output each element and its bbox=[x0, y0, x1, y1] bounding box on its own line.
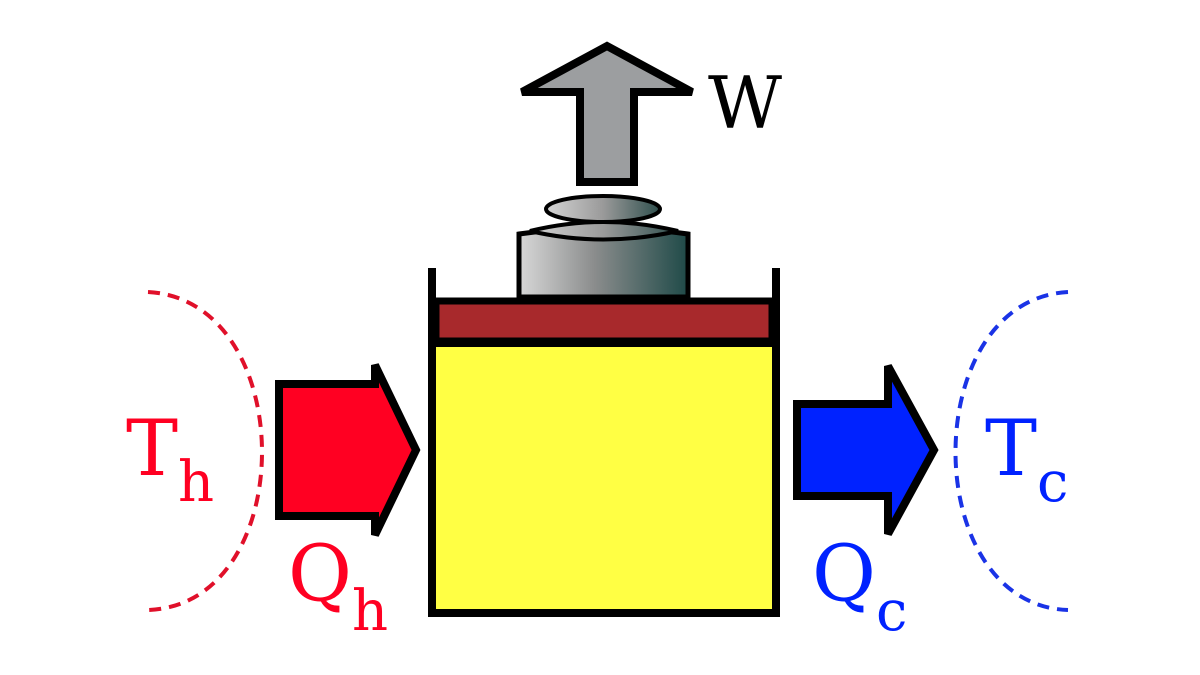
weight-icon bbox=[516, 194, 691, 300]
work-label: W bbox=[708, 61, 782, 145]
heat-in-label: Qh bbox=[288, 529, 388, 644]
cold-reservoir-label: Tc bbox=[985, 404, 1068, 515]
heat-out-label: Qc bbox=[812, 529, 907, 644]
heat-out-arrow-icon bbox=[793, 364, 939, 536]
piston bbox=[432, 297, 776, 345]
gas-chamber bbox=[428, 339, 780, 617]
work-arrow-icon bbox=[520, 41, 694, 186]
heat-in-arrow-icon bbox=[275, 363, 421, 537]
hot-reservoir-label: Th bbox=[126, 404, 214, 515]
